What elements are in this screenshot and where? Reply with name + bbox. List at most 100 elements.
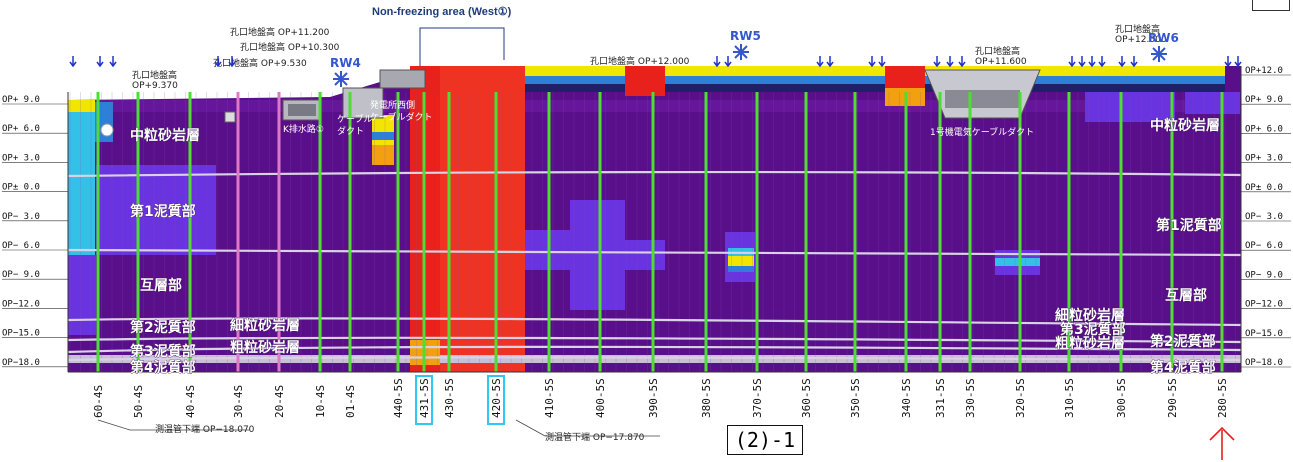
page-id: (2)-1 [727,425,803,455]
rw-icon [1151,46,1167,62]
down-arrow-icon [228,56,236,68]
stratum-label: 第2泥質部 [130,319,196,336]
stratum-boundary [67,356,1242,362]
elev-label-left: OP− 9.0 [2,270,40,280]
red-block-top [625,66,665,96]
rw-label: RW5 [730,29,761,43]
ground-label: 孔口地盤高 OP+12.000 [590,55,690,67]
pipe-label: 390-5S [647,378,660,418]
stratum-label: 第2泥質部 [1150,333,1216,350]
pipe-label: 420-5S [490,378,503,418]
pipe-label: 331-5S [934,378,947,418]
elev-label-right: OP+ 6.0 [1245,124,1283,134]
violet-patch-7 [1185,92,1240,114]
orange-block-1 [372,145,394,165]
blue-block-1 [372,132,394,140]
structure-label: 発電所西側ケーブルダクト [370,99,432,123]
ground-label: 孔口地盤高 OP+11.200 [230,26,330,38]
elev-label-right: OP−12.0 [1245,300,1283,310]
elev-label-right: OP−15.0 [1245,329,1283,339]
stratum-boundary [67,336,1242,344]
red-arrow-icon [1209,426,1235,460]
pipe-label: 380-5S [700,378,713,418]
stratum-label: 細粒砂岩層 [1055,307,1125,324]
violet-patch-6 [1085,92,1175,122]
pipe-label: 340-5S [900,378,913,418]
stratum-label: 第4泥質部 [130,359,196,376]
down-arrow-icon [109,56,117,68]
elevation-axes: OP+ 9.0OP+ 6.0OP+ 3.0OP± 0.0OP− 3.0OP− 6… [2,66,1291,373]
stratum-label: 第4泥質部 [1150,359,1216,376]
rw-label: RW6 [1148,31,1179,45]
elev-label-left: OP−18.0 [2,358,40,368]
structure-label: ケーブルダクト [337,113,372,137]
elev-label-left: OP± 0.0 [2,183,40,193]
note-leader [97,419,250,431]
pipe-label: 300-5S [1115,378,1128,418]
ground-label: 孔口地盤高 OP+9.530 [213,57,307,69]
pipe-label: 431-5S [418,378,431,418]
pipe-label: 310-5S [1063,378,1076,418]
pipe-label: 30-4S [232,385,245,418]
pipe-label: 400-5S [594,378,607,418]
structure-label: K排水路① [283,123,324,135]
pipe-label: 40-4S [184,385,197,418]
corner-box [1252,0,1290,11]
stratum-label: 第1泥質部 [130,203,196,220]
pipe-label: 20-4S [273,385,286,418]
elev-label-left: OP− 6.0 [2,241,40,251]
down-arrow-icon [713,56,721,68]
stratum-label: 第1泥質部 [1156,217,1222,234]
pipe-label: 60-4S [92,385,105,418]
down-arrow-icon [1130,56,1138,68]
pipe-label: 360-5S [800,378,813,418]
elev-label-left: OP+ 6.0 [2,124,40,134]
down-arrow-icon [933,56,941,68]
elev-label-right: OP−18.0 [1245,358,1283,368]
stratum-label: 細粒砂岩層 [230,317,300,334]
pipe-highlight-box [487,375,505,425]
ground-label: 孔口地盤高 OP+10.300 [240,41,340,53]
blue-patch [728,266,754,272]
surface-dark [525,84,1225,92]
down-arrow-icon [1224,56,1232,68]
down-arrow-icon [214,56,222,68]
elev-label-left: OP+ 9.0 [2,95,40,105]
elev-label-right: OP+ 9.0 [1245,95,1283,105]
cable-duct-unit1-inner [945,90,1020,108]
stratum-label: 第3泥質部 [1060,321,1126,338]
elev-label-right: OP− 3.0 [1245,212,1283,222]
yellow-patch [728,256,754,266]
stratum-label: 粗粒砂岩層 [230,339,300,356]
surface-blue [525,76,1225,84]
rw-icon [733,44,749,60]
down-arrow-icon [958,56,966,68]
stratum-boundary [67,170,1242,178]
structure-label: 1号機電気ケーブルダクト [930,126,1034,138]
temperature-fill [68,66,1241,372]
pipe-label: 370-5S [751,378,764,418]
circle-marker [100,123,114,137]
elev-label-left: OP− 3.0 [2,212,40,222]
elev-label-left: OP−15.0 [2,329,40,339]
down-arrow-icon [1118,56,1126,68]
pipe-label: 350-5S [849,378,862,418]
stratum-label: 第3泥質部 [130,343,196,360]
elev-label-right: OP− 9.0 [1245,270,1283,280]
top-yellow-left [68,100,95,112]
bottom-note: 測温管下端 OP−17.870 [545,431,645,443]
stratum-label: 中粒砂岩層 [130,127,200,144]
down-arrow-icon [96,56,104,68]
section-title: Non-freezing area (West①) [372,6,512,18]
pipe-highlight-box [415,375,433,425]
down-arrow-icon [69,56,77,68]
note-leader [515,419,660,437]
square-marker [224,111,236,123]
red-zone-inner [440,66,525,372]
down-arrow-icon [1088,56,1096,68]
